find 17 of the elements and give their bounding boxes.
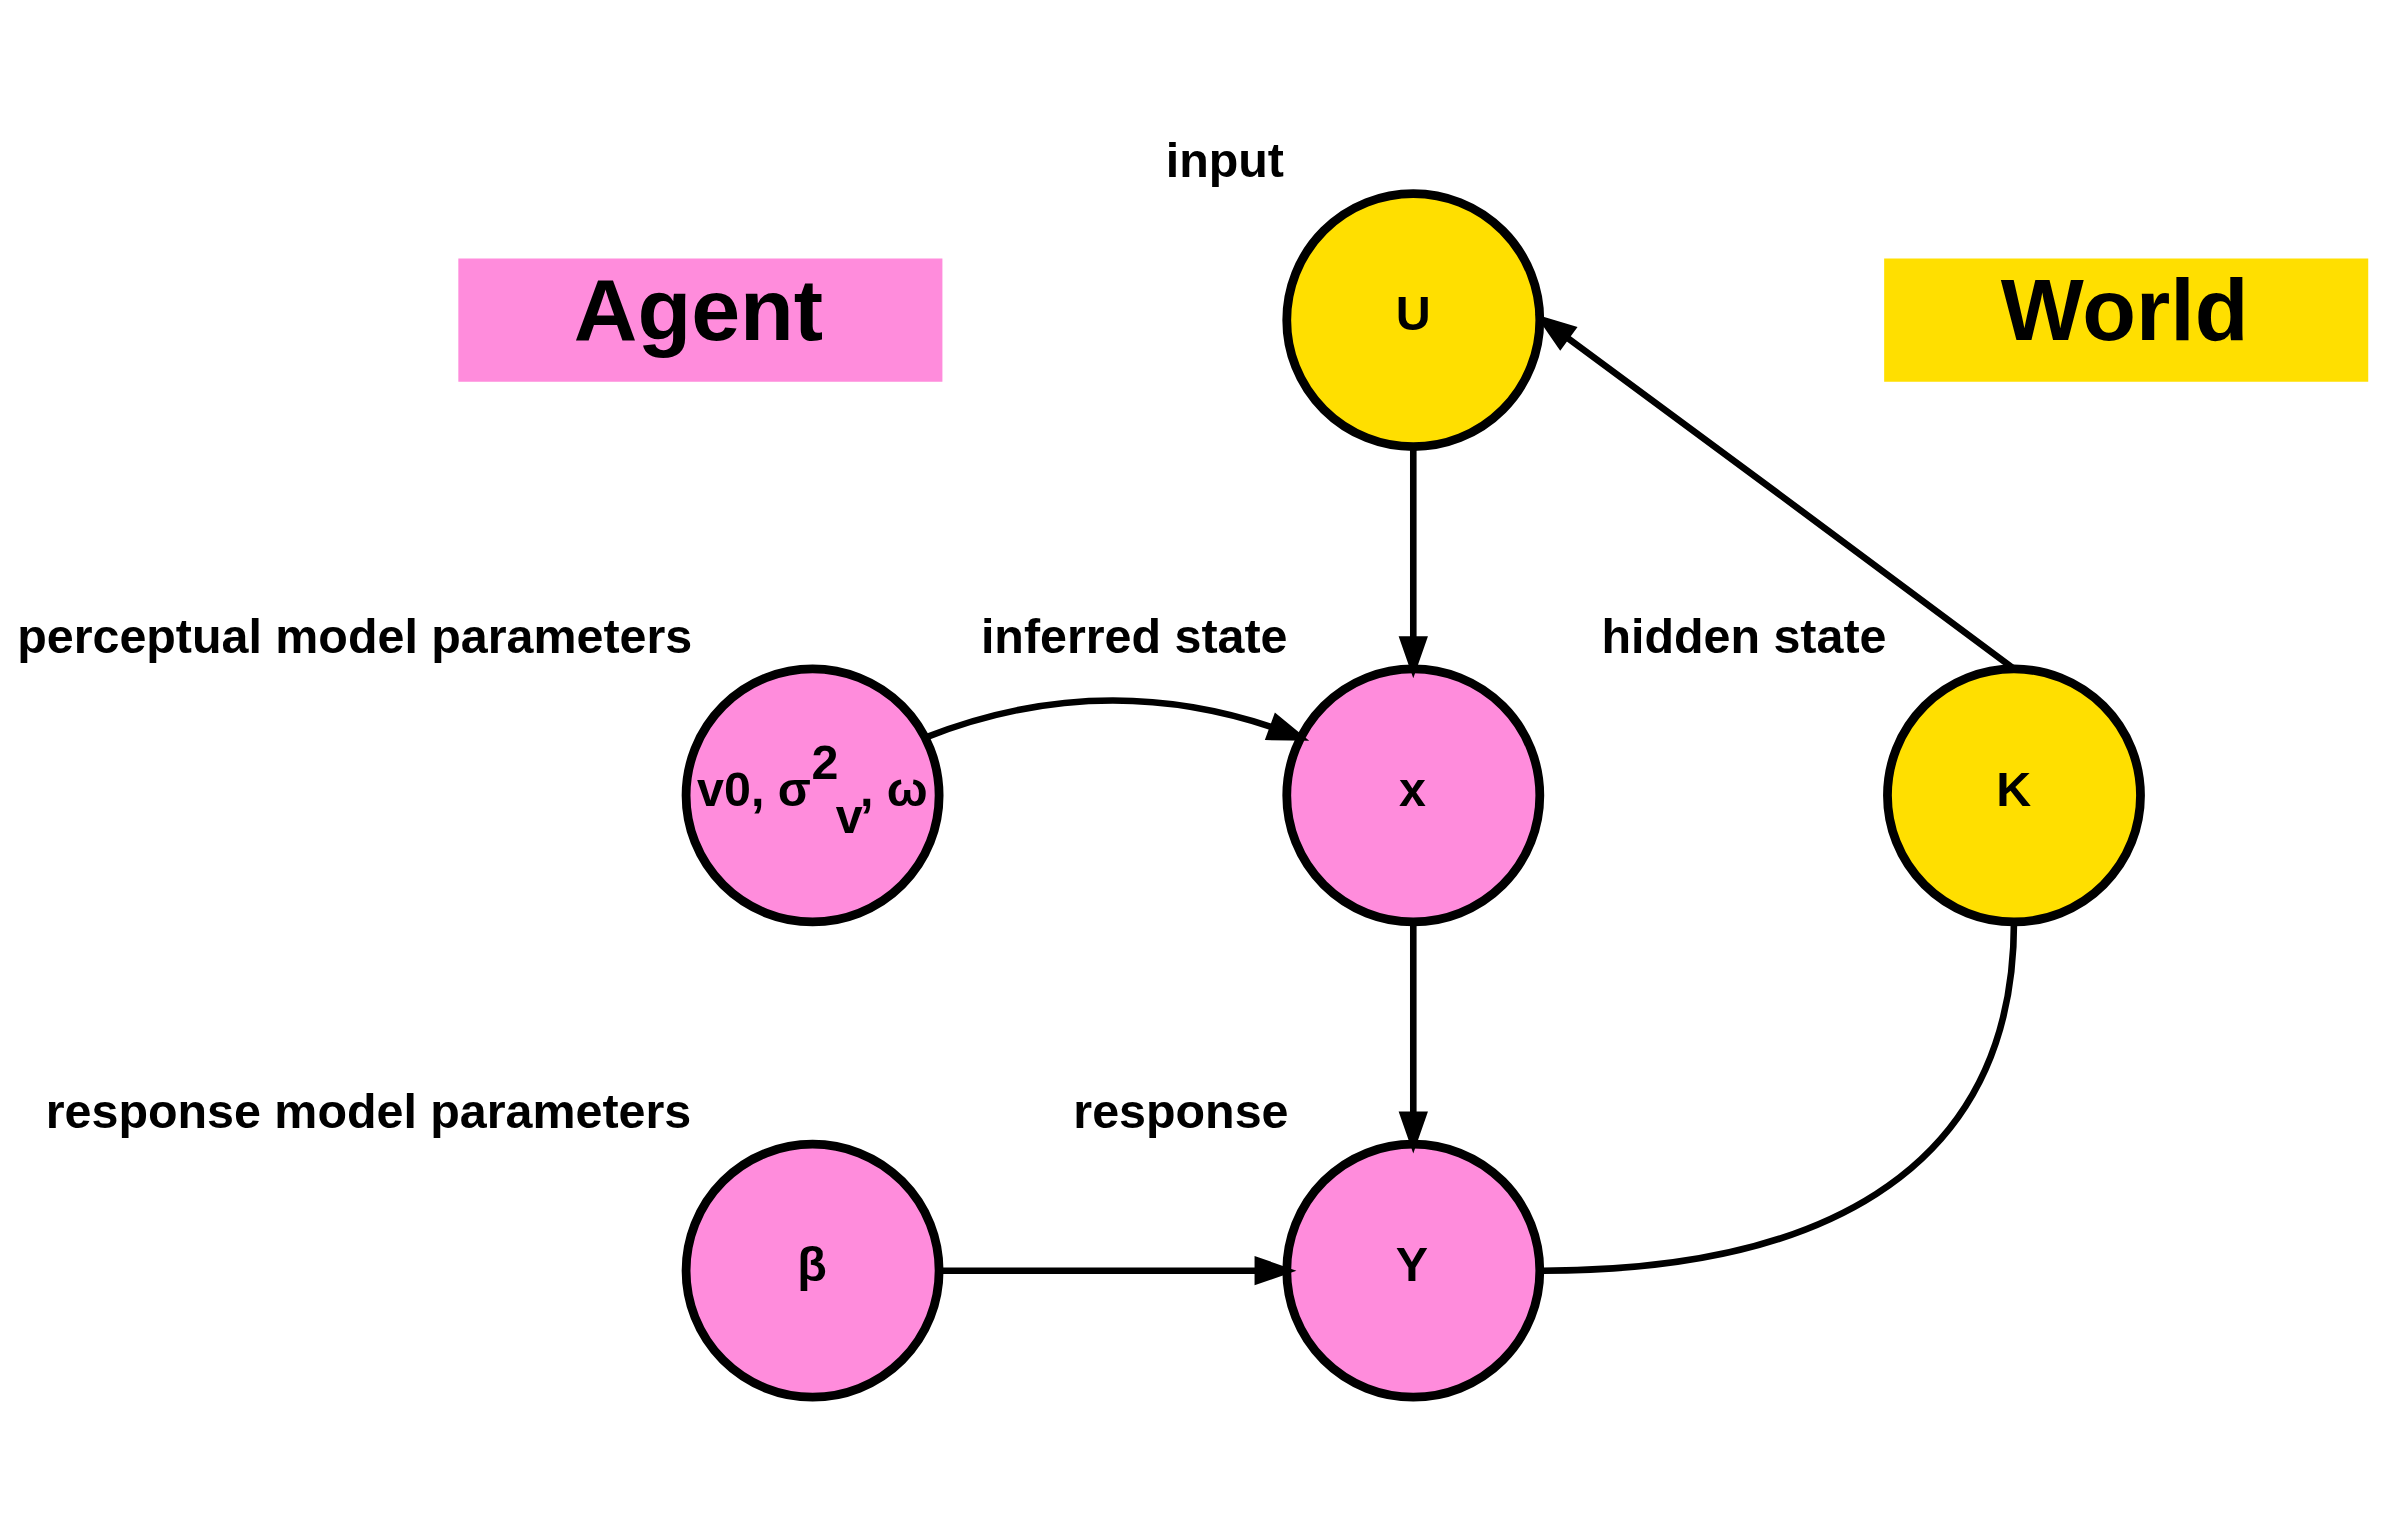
arrow [1398, 446, 1428, 678]
arrow [1398, 921, 1428, 1153]
node-box: Agent [458, 258, 943, 382]
node-box: World [1884, 258, 2369, 382]
node-label: response model parameters [45, 1083, 692, 1138]
node-label: inferred state [980, 608, 1288, 663]
node-circle: U [1282, 188, 1545, 451]
arrow [924, 696, 1310, 741]
arrow [939, 1255, 1297, 1285]
node-label: response [1073, 1083, 1289, 1138]
node-circle: x [1282, 664, 1545, 926]
node-label: perceptual model parameters [17, 608, 693, 663]
node-circle: β [681, 1139, 944, 1402]
node-label: input [1165, 132, 1284, 187]
node-circle: K [1883, 664, 2145, 926]
node-circle: Y [1282, 1139, 1545, 1402]
node-label: hidden state [1601, 608, 1887, 663]
